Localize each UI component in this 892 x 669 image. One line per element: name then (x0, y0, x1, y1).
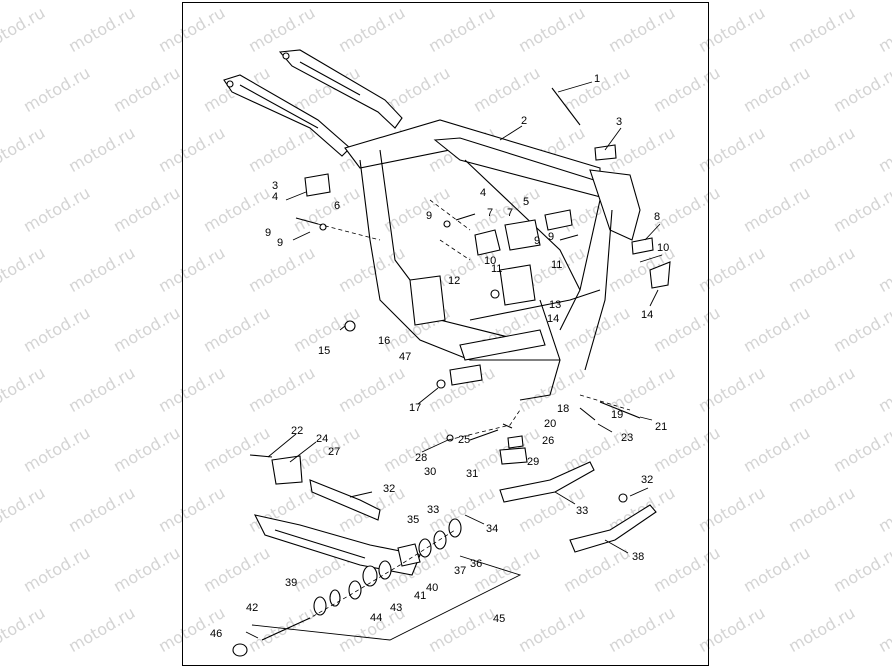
callout-8: 29 (527, 456, 539, 468)
callout-17: 24 (316, 433, 328, 445)
callout-13: 1 (594, 73, 600, 85)
callout-27: 42 (246, 602, 258, 614)
callout-23: 2 (521, 115, 527, 127)
diagram-frame (182, 2, 709, 666)
callout-9c: 9 (534, 235, 540, 247)
callout-46: 14 (547, 313, 559, 325)
callout-29: 16 (378, 335, 390, 347)
callout-40: 7 (487, 207, 493, 219)
callout-32b: 45 (493, 613, 505, 625)
callout-44: 46 (210, 628, 222, 640)
callout-9a: 6 (334, 200, 340, 212)
callout-9e: 18 (557, 403, 569, 415)
callout-3b: 28 (415, 452, 427, 464)
callout-22: 7 (507, 207, 513, 219)
small-parts (295, 87, 671, 465)
callout-11b: 15 (318, 345, 330, 357)
callout-32a: 32 (383, 483, 395, 495)
callout-14a: 35 (407, 514, 419, 526)
callout-4b: 23 (621, 432, 633, 444)
callout-12: 33 (427, 504, 439, 516)
callout-14b: 40 (426, 582, 438, 594)
callout-25: 41 (414, 590, 426, 602)
callout-38: 21 (655, 421, 667, 433)
callout-33b: 8 (654, 211, 660, 223)
callout-2: 12 (448, 275, 460, 287)
callout-33a: 3 (616, 116, 622, 128)
callout-5: 10 (657, 242, 669, 254)
callout-3a: 17 (409, 402, 421, 414)
callout-43: 14 (641, 309, 653, 321)
callout-10b: 19 (611, 409, 623, 421)
callout-35: 38 (632, 551, 644, 563)
callout-9b: 9 (426, 210, 432, 222)
callout-9d: 10 (484, 255, 496, 267)
callout-21: 37 (454, 565, 466, 577)
footrest-brackets (499, 461, 657, 553)
callout-labels: 1 2 3 3 4 4 5 6 7 7 8 9 9 9 9 9 10 10 11… (210, 73, 669, 640)
main-frame (344, 119, 641, 401)
callout-7b: 9 (548, 231, 554, 243)
callout-39: 26 (542, 435, 554, 447)
callout-42: 30 (424, 466, 436, 478)
rear-frame-rails (223, 49, 403, 157)
callout-1: 34 (486, 523, 498, 535)
callout-7a: 4 (480, 187, 486, 199)
callout-30: 36 (470, 558, 482, 570)
leader-lines (245, 81, 663, 639)
swingarm-assembly (232, 454, 522, 657)
callout-41: 32 (641, 474, 653, 486)
callout-11a: 11 (491, 263, 502, 275)
callout-16: 3 (272, 180, 278, 192)
assembly-lines (317, 199, 631, 441)
callout-47: 4 (272, 191, 278, 203)
callout-28: 44 (370, 612, 382, 624)
callout-31: 11 (551, 259, 562, 271)
callout-20: 22 (291, 425, 303, 437)
callout-34: 33 (576, 505, 588, 517)
callout-19: 43 (390, 602, 402, 614)
callout-24: 25 (458, 434, 470, 446)
callout-26: 39 (285, 577, 297, 589)
callout-4a: 9 (265, 227, 271, 239)
callout-36: 31 (466, 468, 478, 480)
callout-37: 47 (399, 351, 411, 363)
callout-18: 27 (328, 446, 340, 458)
callout-15: 5 (523, 196, 529, 208)
callout-6: 20 (544, 418, 556, 430)
callout-10a: 9 (277, 237, 283, 249)
callout-45: 13 (549, 299, 561, 311)
